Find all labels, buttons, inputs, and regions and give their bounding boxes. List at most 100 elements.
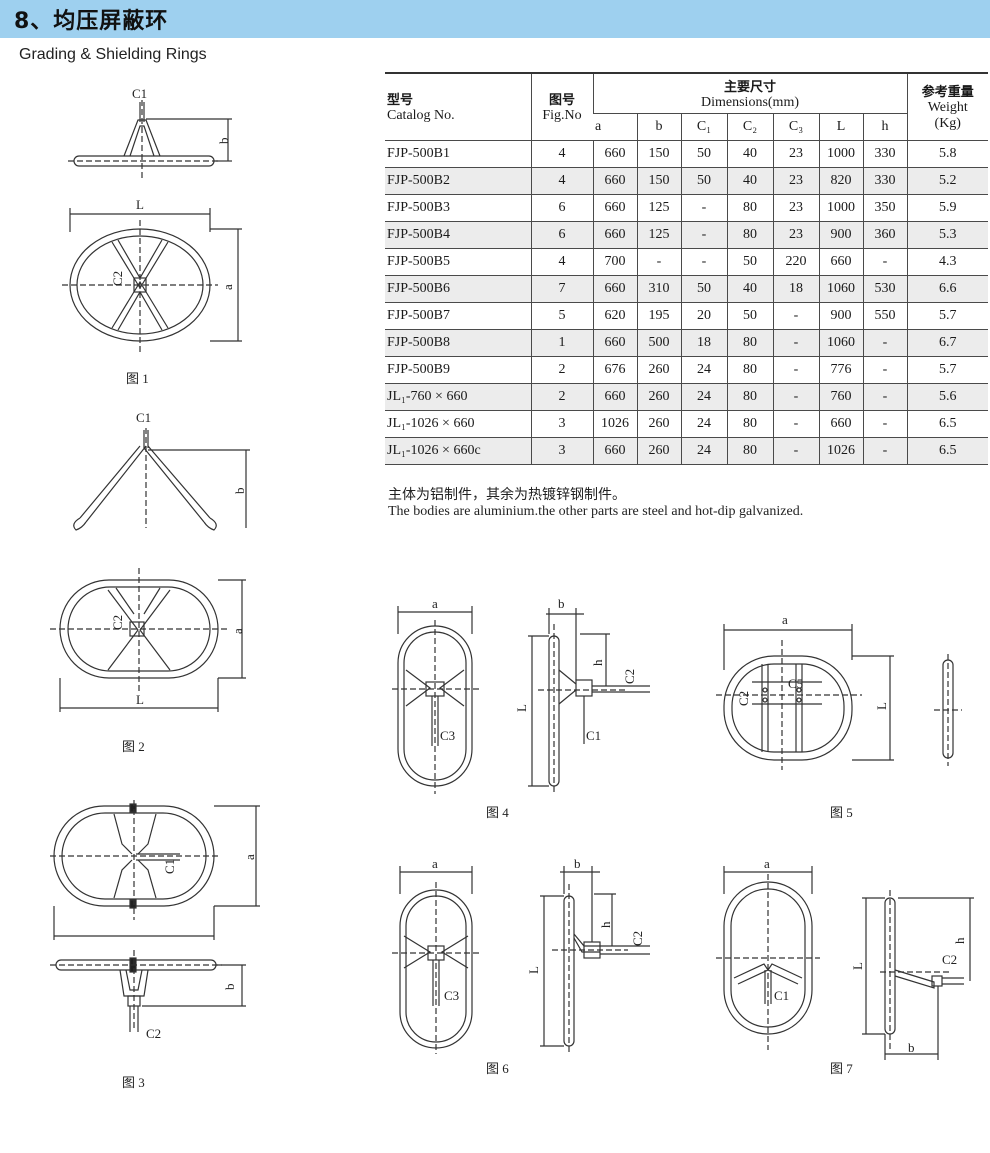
spec-table: 型号 Catalog No. 图号 Fig.No 主要尺寸 Dimensions…: [385, 72, 988, 465]
table-cell: 660: [592, 275, 637, 303]
fig7-label-b: b: [908, 1040, 915, 1055]
table-cell: 4: [530, 167, 593, 195]
table-cell: 80: [726, 329, 773, 357]
dim-subheader-cell: C₃: [772, 113, 819, 141]
figure-5-caption: 图 5: [830, 805, 853, 820]
table-cell: FJP-500B4: [385, 221, 531, 249]
fig7-label-L: L: [850, 962, 865, 970]
dim-subheader-cell: L: [818, 113, 863, 141]
table-cell: 5.7: [906, 356, 988, 384]
figure-7-drawing: a C1 L h C2 b: [716, 856, 974, 1060]
table-cell: 6.5: [906, 437, 988, 465]
table-cell: 4.3: [906, 248, 988, 276]
table-cell: 350: [862, 194, 907, 222]
figure-7-caption: 图 7: [830, 1061, 853, 1076]
table-cell: 620: [592, 302, 637, 330]
table-cell: 260: [636, 410, 681, 438]
table-cell: -: [772, 356, 819, 384]
fig3-label-c2: C2: [146, 1026, 161, 1041]
table-cell: 530: [862, 275, 907, 303]
dim-subheader-cell: C₂: [726, 113, 773, 141]
table-cell: 660: [592, 329, 637, 357]
table-cell: JL₁-760 × 660: [385, 383, 531, 411]
table-cell: -: [862, 437, 907, 465]
table-cell: 24: [680, 383, 727, 411]
fig2-label-L: L: [136, 692, 144, 707]
fig3-label-c1: C1: [162, 859, 177, 874]
weight-header-unit: (Kg): [934, 116, 961, 132]
fig1-label-c1: C1: [132, 86, 147, 101]
table-cell: 220: [772, 248, 819, 276]
table-cell: 820: [818, 167, 863, 195]
figure-6: a C3 b h C2 L: [388, 854, 658, 1054]
fig5-label-L: L: [874, 702, 889, 710]
table-cell: 20: [680, 302, 727, 330]
table-cell: 23: [772, 140, 819, 168]
table-cell: -: [862, 383, 907, 411]
table-cell: FJP-500B2: [385, 167, 531, 195]
table-cell: 24: [680, 437, 727, 465]
table-cell: 5: [530, 302, 593, 330]
table-cell: FJP-500B5: [385, 248, 531, 276]
table-cell: -: [680, 194, 727, 222]
figure-4-caption: 图 4: [486, 805, 509, 820]
table-cell: 6: [530, 221, 593, 249]
section-subtitle: Grading & Shielding Rings: [19, 46, 207, 63]
table-cell: 80: [726, 221, 773, 249]
table-cell: 195: [636, 302, 681, 330]
table-cell: 4: [530, 248, 593, 276]
fig7-label-a: a: [764, 856, 770, 871]
table-cell: 3: [530, 437, 593, 465]
catalog-header-zh: 型号: [387, 93, 414, 109]
table-cell: 660: [592, 167, 637, 195]
table-cell: 676: [592, 356, 637, 384]
fig4-label-c1: C1: [586, 728, 601, 743]
dim-subheader-cell: h: [862, 113, 907, 141]
table-cell: JL₁-1026 × 660c: [385, 437, 531, 465]
figure-4-drawing: a C3 b h C2 L C1: [392, 596, 650, 794]
weight-header-en: Weight: [927, 100, 968, 116]
table-cell: 40: [726, 275, 773, 303]
fig3-label-a: a: [242, 854, 257, 860]
fig4-label-h: h: [590, 659, 605, 666]
table-cell: 500: [636, 329, 681, 357]
section-header: 8、均压屏蔽环: [0, 0, 990, 38]
table-cell: 24: [680, 410, 727, 438]
table-cell: 23: [772, 194, 819, 222]
fig2-label-b: b: [232, 488, 247, 495]
table-cell: 660: [592, 221, 637, 249]
table-cell: -: [862, 329, 907, 357]
table-cell: 260: [636, 437, 681, 465]
table-cell: FJP-500B6: [385, 275, 531, 303]
table-cell: 80: [726, 410, 773, 438]
fig6-label-b: b: [574, 856, 581, 871]
figure-5: a C2 C5 L: [712, 610, 972, 780]
fig4-label-c2: C2: [622, 669, 637, 684]
table-cell: 80: [726, 194, 773, 222]
table-cell: 3: [530, 410, 593, 438]
fig3-label-b: b: [222, 984, 237, 991]
table-cell: 1: [530, 329, 593, 357]
fig4-label-c3: C3: [440, 728, 455, 743]
table-cell: 2: [530, 383, 593, 411]
table-cell: 310: [636, 275, 681, 303]
dim-subheader-cell: b: [636, 113, 681, 141]
fig1-label-b: b: [216, 138, 231, 145]
figure-3-caption: 图 3: [122, 1075, 145, 1090]
table-cell: 7: [530, 275, 593, 303]
table-cell: 50: [680, 140, 727, 168]
table-cell: 660: [592, 140, 637, 168]
table-cell: 24: [680, 356, 727, 384]
fig6-label-c3: C3: [444, 988, 459, 1003]
dim-subheader-cell: a: [593, 113, 637, 141]
table-cell: 6.7: [906, 329, 988, 357]
fig1-label-L: L: [136, 197, 144, 212]
fig6-label-L: L: [526, 966, 541, 974]
table-cell: 776: [818, 356, 863, 384]
